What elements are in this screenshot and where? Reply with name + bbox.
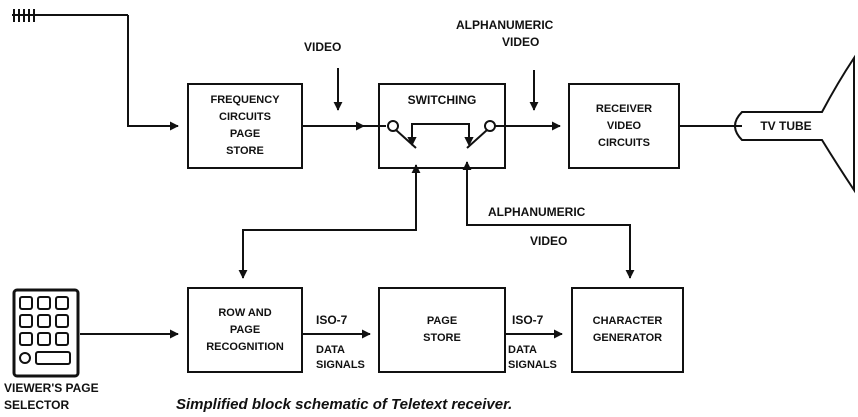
page-store-line-1: PAGE	[426, 315, 458, 327]
viewer-page-selector-label-1: VIEWER'S PAGE	[4, 381, 99, 395]
data-signals-1-line-2: SIGNALS	[316, 359, 365, 371]
video-input-label: VIDEO	[304, 40, 342, 54]
antenna-feed-line	[127, 15, 179, 131]
frequency-block-line-2: CIRCUITS	[219, 111, 271, 123]
tv-tube-text: TV TUBE	[760, 118, 812, 133]
row-page-line-3: RECOGNITION	[206, 340, 284, 353]
iso7-label-2: ISO-7	[512, 313, 544, 327]
frequency-block-line-1: FREQUENCY	[210, 94, 280, 106]
page-store-block	[378, 287, 506, 373]
alphanumeric-mid-label-2: VIDEO	[530, 234, 568, 248]
row-page-line-2: PAGE	[229, 323, 261, 336]
row-page-recognition-block	[187, 287, 303, 373]
chargen-to-switch-line	[462, 161, 635, 279]
receiver-block-label: RECEIVER VIDEO CIRCUITS	[569, 84, 679, 168]
data-signals-2-line-2: SIGNALS	[508, 359, 557, 371]
switching-label: SWITCHING	[407, 92, 477, 107]
receiver-line-1: RECEIVER	[595, 102, 653, 115]
switch-to-recognition-line	[238, 164, 421, 279]
receiver-line-3: CIRCUITS	[598, 136, 650, 149]
char-gen-block-label: CHARACTER GENERATOR	[572, 288, 683, 372]
frequency-block-line-4: STORE	[226, 145, 264, 157]
keypad-icon	[12, 288, 80, 378]
character-generator-block	[571, 287, 684, 373]
data-signals-1-line-1: DATA	[316, 344, 345, 356]
alphanumeric-mid-label-1: ALPHANUMERIC	[488, 205, 586, 219]
figure-caption: Simplified block schematic of Teletext r…	[176, 396, 513, 413]
switching-block-label: SWITCHING	[379, 88, 505, 112]
receiver-line-2: VIDEO	[606, 119, 642, 132]
viewer-page-selector-label-2: SELECTOR	[4, 398, 70, 412]
data-signals-2-line-1: DATA	[508, 344, 537, 356]
row-page-block-label: ROW AND PAGE RECOGNITION	[188, 288, 302, 372]
char-gen-line-2: GENERATOR	[592, 332, 663, 344]
char-gen-line-1: CHARACTER	[592, 315, 663, 327]
row-page-line-1: ROW AND	[218, 306, 272, 319]
antenna-icon	[12, 9, 128, 22]
frequency-block-line-3: PAGE	[229, 128, 261, 140]
page-store-line-2: STORE	[423, 332, 461, 344]
alphanumeric-top-label-2: VIDEO	[502, 35, 540, 49]
alphanumeric-top-label-1: ALPHANUMERIC	[456, 18, 554, 32]
iso7-label-1: ISO-7	[316, 313, 348, 327]
tv-tube-label: TV TUBE	[748, 113, 824, 139]
frequency-block-label: FREQUENCY CIRCUITS PAGE STORE	[188, 84, 302, 168]
tv-tube-icon	[734, 54, 855, 194]
page-store-block-label: PAGE STORE	[379, 288, 505, 372]
